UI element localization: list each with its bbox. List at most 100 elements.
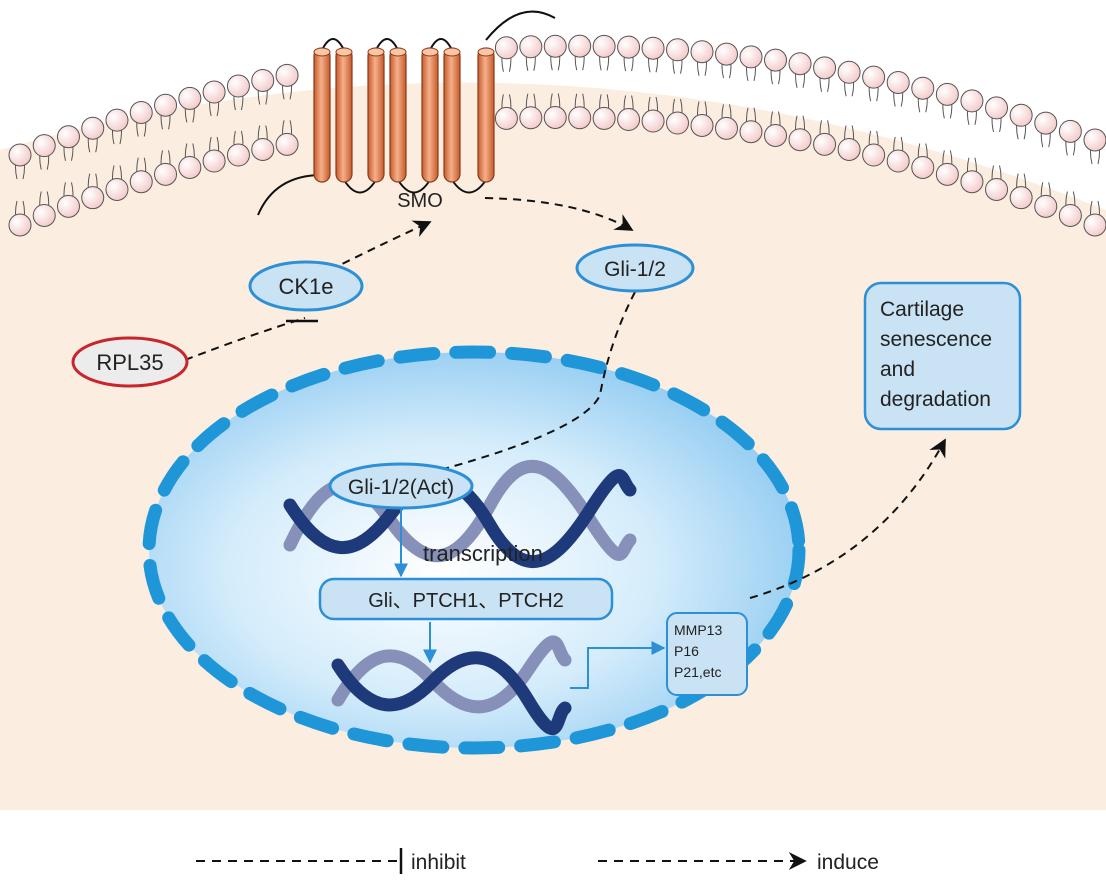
lipid-head (32, 203, 56, 227)
legend: inhibit induce (196, 848, 879, 874)
lipid-head (1058, 119, 1082, 143)
outcome-line-1: Cartilage (880, 298, 964, 321)
induce-products-outcome (749, 438, 946, 599)
lipid-head (886, 70, 910, 94)
lipid-head (226, 74, 250, 98)
outcome-box (863, 281, 1022, 431)
lipid-head (715, 116, 739, 140)
lipid-head (617, 107, 641, 131)
lipid-head (813, 56, 837, 80)
lipid-head (739, 120, 763, 144)
lipid-head (129, 101, 153, 125)
legend-inhibit-label: inhibit (411, 851, 466, 874)
lipid-head (568, 34, 592, 58)
lipid-head (251, 137, 275, 161)
ck1e-node (248, 260, 364, 312)
lipid-head (1009, 103, 1033, 127)
target-genes-label: Gli、PTCH1、PTCH2 (368, 590, 564, 612)
rpl35-node (71, 336, 189, 388)
lipid-head (568, 106, 592, 130)
expression-arrow (570, 641, 666, 689)
lipid-head (105, 108, 129, 132)
lipid-head (813, 132, 837, 156)
products-box (666, 612, 748, 696)
lipid-head (226, 143, 250, 167)
outcome-line-3: and (880, 358, 915, 381)
lipid-head (56, 125, 80, 149)
lipid-head (251, 68, 275, 92)
dna-helix-bottom (331, 635, 572, 735)
lipid-head (985, 177, 1009, 201)
lipid-head (666, 111, 690, 135)
lipid-head (617, 35, 641, 59)
ck1e-label: CK1e (278, 274, 333, 299)
gli-cytoplasm-node (575, 243, 695, 293)
lipid-head (911, 155, 935, 179)
lipid-head (935, 82, 959, 106)
lipid-head (494, 106, 518, 130)
transcription-label: transcription (423, 541, 543, 566)
lipid-head (129, 170, 153, 194)
gli-cytoplasm-label: Gli-1/2 (604, 258, 666, 281)
induce-ck1e-smo (329, 220, 432, 271)
lipid-head (788, 52, 812, 76)
lipid-head (202, 80, 226, 104)
lipid-head (275, 132, 299, 156)
lipid-head (1034, 111, 1058, 135)
target-genes-box (318, 577, 614, 621)
lipid-head (8, 213, 32, 237)
legend-induce-label: induce (817, 851, 879, 874)
lipid-head (837, 137, 861, 161)
lipid-head (178, 155, 202, 179)
gli-to-nucleus (439, 291, 636, 471)
lipid-head (543, 106, 567, 129)
gli-active-label: Gli-1/2(Act) (348, 476, 454, 499)
lipid-head (543, 34, 567, 58)
lipid-head (960, 170, 984, 194)
lipid-head (690, 113, 714, 137)
lipid-head (275, 63, 299, 87)
lipid-head (32, 134, 56, 158)
lipid-head (690, 40, 714, 64)
smo-label: SMO (397, 190, 443, 212)
lipid-head (592, 34, 616, 58)
outcome-line-2: senescence (880, 328, 992, 351)
lipid-head (960, 89, 984, 113)
lipid-head (105, 177, 129, 201)
nuclear-envelope (142, 345, 806, 755)
lipid-head (1083, 213, 1106, 237)
product-3: P21,etc (674, 664, 721, 680)
lipid-head (985, 96, 1009, 120)
lipid-head (788, 128, 812, 152)
lipid-head (154, 93, 178, 117)
lipid-head (764, 48, 788, 72)
lipid-head (154, 162, 178, 186)
lipid-head (202, 149, 226, 173)
lipid-head (519, 106, 543, 130)
lipid-head (178, 86, 202, 110)
product-2: P16 (674, 643, 699, 659)
product-1: MMP13 (674, 622, 722, 638)
lipid-head (764, 123, 788, 147)
lipid-head (641, 109, 665, 133)
lipid-head (8, 143, 32, 167)
induce-smo-gli (484, 197, 634, 231)
lipid-head (862, 143, 886, 167)
lipid-head (1083, 128, 1106, 152)
lipid-head (641, 36, 665, 60)
lipid-head (739, 45, 763, 69)
lipid-head (666, 38, 690, 62)
lipid-head (862, 65, 886, 89)
lipid-head (81, 186, 105, 210)
lipid-head (715, 42, 739, 66)
outcome-line-4: degradation (880, 388, 991, 411)
lipid-head (1058, 203, 1082, 227)
lipid-head (886, 149, 910, 173)
lipid-head (519, 35, 543, 59)
lipid-head (935, 162, 959, 186)
lipid-head (56, 194, 80, 218)
lipid-head (1009, 186, 1033, 210)
cell-membrane (8, 34, 1106, 237)
rpl35-label: RPL35 (96, 350, 163, 375)
